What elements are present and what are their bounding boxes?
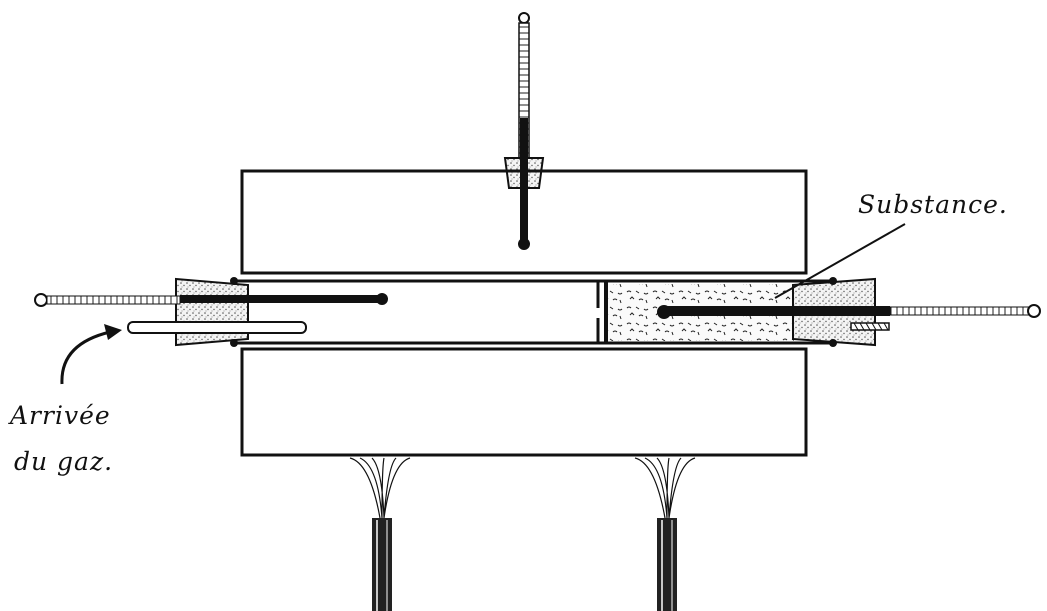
gas-arrival-label-line1: Arrivée [8,401,111,430]
gas-arrow [60,324,122,385]
right-thermometer [657,304,1041,319]
right-coil [850,322,890,331]
left-heating-wire [349,457,411,611]
right-heating-wire [634,457,696,611]
gas-arrival-label-line2: du gaz. [14,447,113,476]
top-stopper [503,157,545,189]
lower-block [240,347,808,457]
substance-leader [774,223,906,299]
horizontal-tube [232,279,835,345]
upper-block [240,169,808,275]
left-stopper [175,277,249,347]
left-thermometer [34,293,388,307]
substance-label: Substance. [858,190,1008,219]
gas-inlet-pipe [127,321,307,334]
